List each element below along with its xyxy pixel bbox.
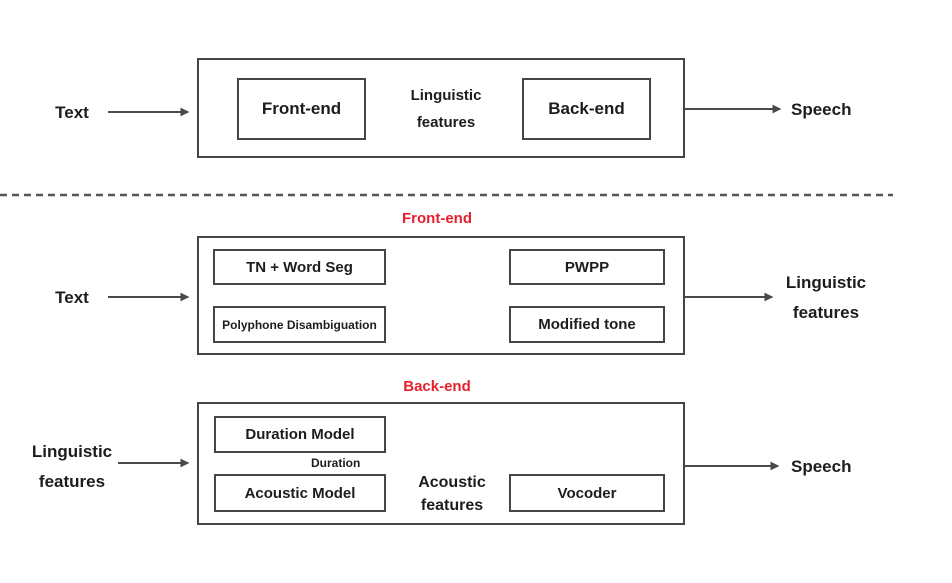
overview-input-label: Text xyxy=(55,103,89,122)
frontend-section-title: Front-end xyxy=(402,210,472,227)
acoustic-features-arrow-label: Acoustic features xyxy=(400,471,504,517)
frontend-input-label: Text xyxy=(55,288,89,307)
backend-input-label-line1: Linguistic xyxy=(31,442,113,461)
polyphone-disambiguation-box: Polyphone Disambiguation xyxy=(213,306,386,343)
overview-backend-box: Back-end xyxy=(522,78,651,140)
backend-output-label: Speech xyxy=(791,457,852,476)
vocoder-box: Vocoder xyxy=(509,474,665,512)
backend-section-title: Back-end xyxy=(403,378,471,395)
overview-frontend-box: Front-end xyxy=(237,78,366,140)
backend-input-label: Linguistic features xyxy=(14,437,130,497)
overview-arrow-label-line2: features xyxy=(416,114,476,131)
duration-model-box: Duration Model xyxy=(214,416,386,453)
acoustic-model-box: Acoustic Model xyxy=(214,474,386,512)
acoustic-features-label-line1: Acoustic xyxy=(418,474,486,491)
overview-arrow-label-line1: Linguistic xyxy=(410,87,482,104)
modified-tone-box: Modified tone xyxy=(509,306,665,343)
acoustic-features-label-line2: features xyxy=(420,497,484,514)
frontend-output-label-line1: Linguistic xyxy=(785,273,867,292)
overview-arrow-label: Linguistic features xyxy=(394,82,498,136)
frontend-output-label: Linguistic features xyxy=(770,268,882,328)
duration-arrow-label: Duration xyxy=(311,456,361,470)
frontend-output-label-line2: features xyxy=(792,303,860,322)
overview-output-label: Speech xyxy=(791,100,852,119)
pwpp-box: PWPP xyxy=(509,249,665,285)
tn-word-seg-box: TN + Word Seg xyxy=(213,249,386,285)
backend-input-label-line2: features xyxy=(38,472,106,491)
